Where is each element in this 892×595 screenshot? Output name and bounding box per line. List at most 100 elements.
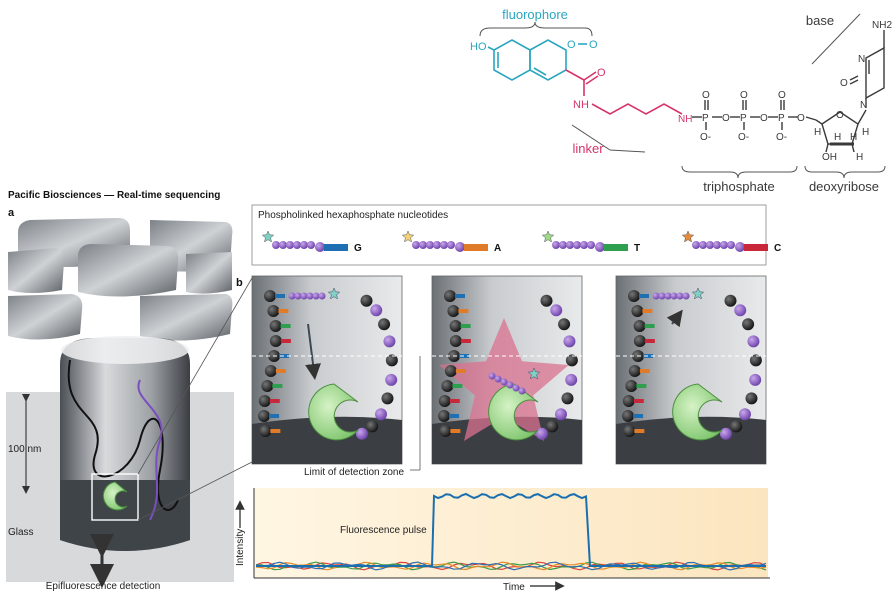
sugar-bead bbox=[735, 242, 745, 252]
pulse-line bbox=[256, 492, 766, 567]
base-stub bbox=[642, 309, 653, 313]
phosphate-bead bbox=[279, 241, 287, 249]
template-bead bbox=[438, 395, 451, 407]
base-stub bbox=[280, 339, 291, 343]
sugar-bead bbox=[315, 242, 325, 252]
phosphate-bead bbox=[433, 241, 441, 249]
linker-label: linker bbox=[572, 141, 604, 156]
p-atom-3: P bbox=[778, 113, 785, 124]
dye-star-icon bbox=[401, 230, 415, 243]
base-stub bbox=[280, 324, 291, 328]
helix-bead bbox=[745, 392, 758, 405]
template-bead bbox=[628, 290, 640, 302]
template-bead bbox=[622, 395, 635, 407]
scale-label: 100 nm bbox=[8, 444, 41, 455]
coumarin-ring bbox=[493, 39, 567, 81]
base-letter: A bbox=[494, 243, 501, 254]
y-axis-label: Intensity bbox=[235, 529, 246, 566]
incoming-phosphate bbox=[488, 372, 496, 380]
p-atom-1: P bbox=[702, 113, 709, 124]
helix-bead bbox=[355, 427, 368, 440]
phos-o-minus-3: O- bbox=[776, 132, 787, 143]
incoming-phosphate bbox=[658, 292, 666, 300]
base-stub bbox=[639, 369, 650, 373]
plate-5 bbox=[186, 252, 232, 294]
base-letter: G bbox=[354, 243, 362, 254]
deoxyribose-label: deoxyribose bbox=[809, 179, 879, 194]
phosphate-bead bbox=[692, 241, 700, 249]
base-stub bbox=[633, 414, 644, 418]
phosphate-bead bbox=[447, 241, 455, 249]
template-bead bbox=[261, 380, 274, 392]
base-stub bbox=[460, 339, 471, 343]
incoming-phosphate bbox=[494, 375, 502, 383]
base-stub bbox=[636, 384, 647, 388]
helix-bead bbox=[561, 392, 574, 405]
phosphate-bead bbox=[419, 241, 427, 249]
helix-bead bbox=[550, 304, 563, 317]
helix-bead bbox=[374, 408, 387, 421]
base-bar bbox=[324, 244, 348, 251]
template-bead bbox=[438, 410, 451, 422]
polymerase-a bbox=[102, 481, 128, 511]
phos-o-top-1: O bbox=[702, 90, 710, 101]
helix-bead bbox=[378, 318, 391, 331]
incoming-phosphate bbox=[512, 384, 520, 392]
nh2-group: NH2 bbox=[872, 20, 892, 31]
phosphate-bead bbox=[573, 241, 581, 249]
phosphate-bead bbox=[713, 241, 721, 249]
triphosphate-group bbox=[692, 100, 817, 130]
helix-bead bbox=[366, 420, 379, 433]
phosphate-bead bbox=[293, 241, 301, 249]
template-bead bbox=[449, 335, 462, 347]
template-bead bbox=[264, 365, 277, 377]
dna-primer-strand bbox=[137, 379, 163, 521]
phos-o-top-3: O bbox=[778, 90, 786, 101]
base-bar bbox=[464, 244, 488, 251]
frame-3 bbox=[615, 275, 767, 465]
template-bead bbox=[269, 320, 282, 332]
frame-1 bbox=[251, 275, 403, 465]
template-bead bbox=[441, 380, 454, 392]
linker-bracket bbox=[571, 124, 611, 151]
linker-nh: NH bbox=[678, 114, 692, 125]
helix-bead bbox=[565, 354, 578, 367]
base-stub bbox=[458, 309, 469, 313]
frame-2 bbox=[431, 275, 583, 465]
helix-bead bbox=[563, 335, 576, 348]
phosphate-bead bbox=[552, 241, 560, 249]
ring-o-sugar: O bbox=[836, 110, 844, 121]
base-stub bbox=[278, 309, 289, 313]
helix-bead bbox=[370, 304, 383, 317]
dye-star-icon bbox=[261, 230, 275, 243]
sugar-bead bbox=[595, 242, 605, 252]
linker-bracket-tail bbox=[609, 149, 646, 153]
dye-star-icon bbox=[527, 367, 541, 380]
template-bead bbox=[444, 365, 457, 377]
nucleotide-legend-box: Phospholinked hexaphosphate nucleotides … bbox=[251, 204, 781, 266]
incoming-phosphate bbox=[670, 292, 678, 300]
base-stub bbox=[643, 354, 654, 358]
incoming-phosphate bbox=[518, 387, 526, 395]
helix-bead bbox=[565, 373, 578, 386]
helix-bead bbox=[747, 335, 760, 348]
sugar-h-5: H bbox=[856, 152, 863, 163]
base-bar bbox=[744, 244, 768, 251]
phosphate-bead bbox=[440, 241, 448, 249]
helix-bead bbox=[540, 294, 553, 307]
detection-box-a bbox=[91, 473, 139, 521]
helix-bead bbox=[360, 294, 373, 307]
helix-bead bbox=[734, 304, 747, 317]
glass-label: Glass bbox=[8, 527, 34, 538]
nucleotide-G: G bbox=[261, 230, 362, 254]
template-bead bbox=[633, 320, 646, 332]
template-bead bbox=[622, 410, 635, 422]
zmw-array: 100 nm Glass Epifluorescence detection bbox=[6, 218, 234, 592]
fluorescence-trace: Fluorescence pulse Intensity Time bbox=[235, 488, 770, 593]
sugar-h-4: H bbox=[850, 132, 857, 143]
bridge-o-1: O bbox=[722, 113, 730, 124]
base-letter: C bbox=[774, 243, 781, 254]
helix-bead bbox=[558, 318, 571, 331]
base-stub bbox=[275, 294, 285, 298]
section-title: Pacific Biosciences — Real-time sequenci… bbox=[8, 190, 220, 201]
